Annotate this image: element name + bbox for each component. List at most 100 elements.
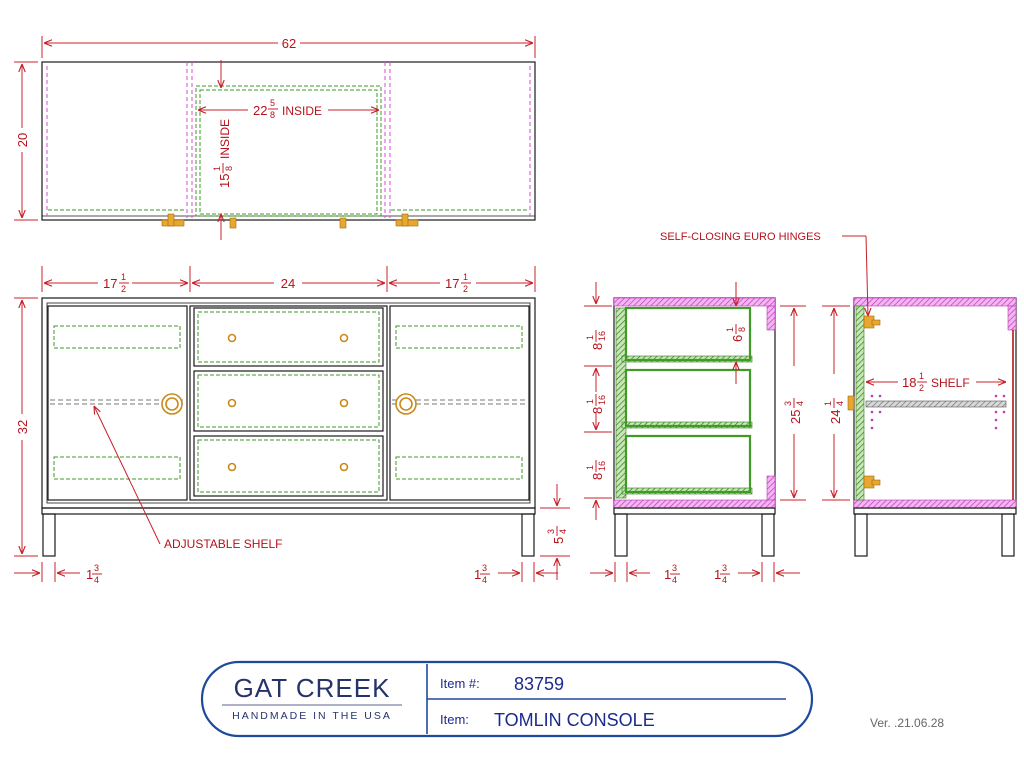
- shelf-pin-holes: [870, 394, 1006, 430]
- dim-front-center: 24: [281, 276, 295, 291]
- svg-text:17: 17: [445, 276, 459, 291]
- label-hinges: SELF-CLOSING EURO HINGES: [660, 231, 821, 243]
- door-ring-pull-icon: [161, 393, 183, 415]
- dim-leg-left: 1 3 4: [86, 563, 102, 585]
- svg-text:1: 1: [919, 371, 924, 381]
- hinge-icon: [161, 213, 185, 227]
- drawer-bottom: [193, 435, 384, 497]
- dim-drawer-2: 8 1 16: [585, 394, 607, 414]
- svg-text:8: 8: [590, 473, 605, 480]
- title-block: GAT CREEK HANDMADE IN THE USA Item #: 83…: [200, 660, 814, 738]
- svg-text:22: 22: [253, 103, 267, 118]
- svg-text:1: 1: [474, 567, 481, 582]
- dim-inside-width: 22 5 8 INSIDE: [253, 98, 322, 120]
- svg-text:1: 1: [585, 465, 595, 470]
- dim-side-leg-left: 1 3 4: [664, 563, 680, 585]
- svg-text:4: 4: [722, 575, 727, 585]
- svg-text:INSIDE: INSIDE: [282, 104, 322, 118]
- version-label: Ver. .21.06.28: [870, 716, 944, 730]
- svg-text:3: 3: [94, 563, 99, 573]
- svg-text:5: 5: [551, 537, 566, 544]
- svg-text:1: 1: [725, 327, 735, 332]
- dim-front-right: 17 1 2: [445, 272, 471, 294]
- svg-text:17: 17: [103, 276, 117, 291]
- drawer-top: [193, 307, 384, 367]
- dim-top-width: 62: [282, 36, 296, 51]
- glide-icon: [339, 217, 347, 229]
- drawer-knob-icon: [339, 462, 349, 472]
- svg-text:2: 2: [121, 284, 126, 294]
- dim-door-height: 24 1 4: [823, 398, 845, 424]
- door-ring-pull-icon: [395, 393, 417, 415]
- svg-text:1: 1: [463, 272, 468, 282]
- item-number-value: 83759: [514, 674, 564, 694]
- svg-text:16: 16: [597, 395, 607, 405]
- svg-text:1: 1: [664, 567, 671, 582]
- svg-text:3: 3: [672, 563, 677, 573]
- dim-shelf: 18 1 2 SHELF: [902, 371, 970, 393]
- euro-hinge-icon: [863, 315, 881, 329]
- door-pull-icon: [847, 395, 855, 411]
- svg-text:24: 24: [828, 410, 843, 424]
- dim-leg-height: 5 3 4: [546, 526, 568, 544]
- svg-text:18: 18: [902, 375, 916, 390]
- dim-top-depth: 20: [15, 133, 30, 147]
- svg-text:2: 2: [463, 284, 468, 294]
- svg-text:4: 4: [94, 575, 99, 585]
- svg-text:16: 16: [597, 461, 607, 471]
- glide-icon: [229, 217, 237, 229]
- drawer-knob-icon: [227, 398, 237, 408]
- dim-drawer-1: 8 1 16: [585, 330, 607, 350]
- side-section-drawers: 8 1 16 8 1 16 8 1 16 6 1 8: [584, 282, 806, 585]
- dim-front-height: 32: [15, 420, 30, 434]
- svg-text:4: 4: [795, 401, 805, 406]
- item-number-label: Item #:: [440, 676, 480, 691]
- left-door: [47, 305, 188, 501]
- dim-drawer-3: 8 1 16: [585, 460, 607, 480]
- side-section-doors: 24 1 4 18 1 2 SHELF SELF-CLOSING EURO HI…: [660, 231, 1017, 557]
- front-view: 17 1 2 24 17 1 2 32 5 3 4: [14, 266, 570, 585]
- svg-text:8: 8: [737, 327, 747, 332]
- brand-tagline: HANDMADE IN THE USA: [232, 710, 392, 722]
- dim-leg-right: 1 3 4: [474, 563, 490, 585]
- drawer-knob-icon: [227, 333, 237, 343]
- svg-text:1: 1: [585, 335, 595, 340]
- svg-text:3: 3: [482, 563, 487, 573]
- dim-side-height: 25 3 4: [783, 398, 805, 424]
- svg-text:16: 16: [597, 331, 607, 341]
- hinge-icon: [395, 213, 419, 227]
- svg-text:8: 8: [590, 407, 605, 414]
- dim-side-leg-right: 1 3 4: [714, 563, 730, 585]
- svg-text:4: 4: [672, 575, 677, 585]
- drawer-knob-icon: [339, 398, 349, 408]
- svg-text:3: 3: [546, 529, 556, 534]
- right-door: [389, 305, 530, 501]
- svg-text:5: 5: [270, 98, 275, 108]
- item-name-value: TOMLIN CONSOLE: [494, 710, 655, 730]
- svg-text:1: 1: [86, 567, 93, 582]
- svg-text:1: 1: [212, 166, 222, 171]
- drawer-middle: [193, 370, 384, 432]
- svg-text:3: 3: [783, 401, 793, 406]
- svg-text:INSIDE: INSIDE: [218, 119, 232, 159]
- svg-text:25: 25: [788, 410, 803, 424]
- svg-text:1: 1: [714, 567, 721, 582]
- drawer-knob-icon: [339, 333, 349, 343]
- drawer-knob-icon: [227, 462, 237, 472]
- item-name-label: Item:: [440, 712, 469, 727]
- svg-text:4: 4: [835, 401, 845, 406]
- svg-text:1: 1: [823, 401, 833, 406]
- top-view: 62 20 22 5 8 INSIDE 15 1 8 INSIDE: [14, 36, 536, 240]
- svg-text:3: 3: [722, 563, 727, 573]
- svg-text:SHELF: SHELF: [931, 376, 970, 390]
- svg-text:1: 1: [121, 272, 126, 282]
- label-adjustable-shelf: ADJUSTABLE SHELF: [164, 537, 282, 551]
- svg-text:15: 15: [217, 174, 232, 188]
- dim-drawer-inner: 6 1 8: [725, 324, 747, 342]
- svg-text:1: 1: [585, 399, 595, 404]
- dim-inside-depth: 15 1 8 INSIDE: [212, 119, 234, 188]
- svg-text:4: 4: [558, 529, 568, 534]
- svg-text:8: 8: [270, 110, 275, 120]
- dim-front-left: 17 1 2: [103, 272, 129, 294]
